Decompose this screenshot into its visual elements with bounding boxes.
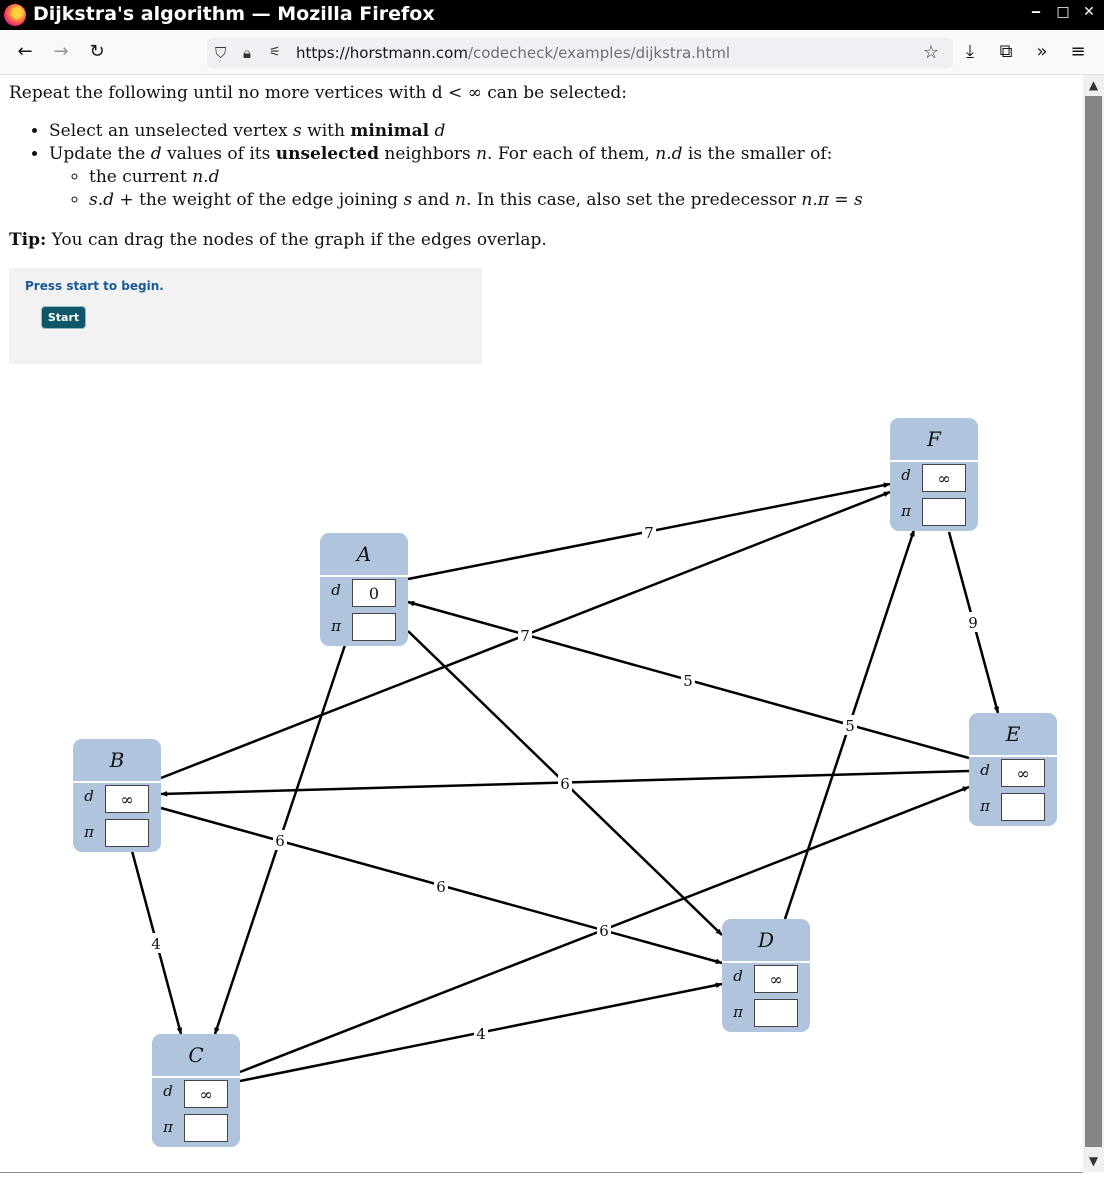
vertex-name: F bbox=[927, 427, 941, 451]
shield-icon[interactable]: ⛉ bbox=[215, 44, 227, 62]
step-update: Update the d values of its unselected ne… bbox=[49, 143, 863, 212]
vertex-divider bbox=[722, 961, 810, 963]
status-message: Press start to begin. bbox=[25, 279, 164, 293]
firefox-logo-icon bbox=[4, 4, 26, 26]
lock-icon[interactable]: 🔒︎ bbox=[243, 44, 251, 62]
d-label: d bbox=[84, 787, 94, 805]
vertex-divider bbox=[890, 460, 978, 462]
algorithm-steps: Select an unselected vertex s with minim… bbox=[9, 120, 863, 212]
edge-weight-bg bbox=[642, 522, 656, 542]
extensions-icon[interactable]: ⧉ bbox=[999, 41, 1013, 62]
vertex-divider bbox=[152, 1076, 240, 1078]
edge-weight-B-F: 7 bbox=[520, 627, 530, 645]
pi-label: π bbox=[163, 1118, 173, 1136]
minimize-button[interactable]: ‒ bbox=[1031, 4, 1041, 20]
window-title: Dijkstra's algorithm — Mozilla Firefox bbox=[33, 3, 435, 25]
vertex-name: E bbox=[1005, 722, 1021, 746]
edge-weight-B-D: 6 bbox=[436, 878, 446, 896]
pi-label: π bbox=[733, 1003, 743, 1021]
start-button[interactable]: Start bbox=[41, 306, 86, 329]
pi-label: π bbox=[84, 823, 94, 841]
scroll-up-icon[interactable]: ▲ bbox=[1088, 78, 1099, 92]
d-value-field[interactable]: ∞ bbox=[754, 965, 798, 993]
address-bar[interactable]: ⛉ 🔒︎ ⚟ https://horstmann.com/codecheck/e… bbox=[207, 38, 953, 68]
scroll-down-icon[interactable]: ▼ bbox=[1088, 1154, 1099, 1168]
overflow-chevron-icon[interactable]: » bbox=[1036, 41, 1048, 62]
edge-weight-bg bbox=[681, 670, 695, 690]
edge-weight-E-A: 5 bbox=[683, 672, 693, 690]
graph-edges: 775596666644 bbox=[130, 482, 1000, 1083]
window-titlebar: Dijkstra's algorithm — Mozilla Firefox ‒… bbox=[0, 0, 1104, 30]
vertex-name: A bbox=[356, 542, 372, 566]
pi-value-field[interactable] bbox=[1001, 793, 1045, 821]
intro-text: Repeat the following until no more verti… bbox=[9, 83, 627, 103]
edge-weight-F-E: 9 bbox=[968, 614, 978, 632]
edge-weight-bg bbox=[518, 625, 532, 645]
pi-value-field[interactable] bbox=[352, 613, 396, 641]
navigation-toolbar: ← → ↻ ⛉ 🔒︎ ⚟ https://horstmann.com/codec… bbox=[0, 30, 1104, 75]
reload-icon[interactable]: ↻ bbox=[89, 41, 105, 62]
pi-value-field[interactable] bbox=[922, 498, 966, 526]
vertex-divider bbox=[320, 575, 408, 577]
d-value-field[interactable]: ∞ bbox=[1001, 759, 1045, 787]
back-arrow-icon[interactable]: ← bbox=[17, 41, 33, 62]
pi-label: π bbox=[331, 617, 341, 635]
d-label: d bbox=[901, 466, 911, 484]
edge-weight-bg bbox=[597, 920, 611, 940]
edge-weight-B-C: 4 bbox=[151, 935, 161, 953]
download-icon[interactable]: ⤓ bbox=[966, 41, 974, 62]
vertex-divider bbox=[969, 755, 1057, 757]
d-value-field[interactable]: ∞ bbox=[184, 1080, 228, 1108]
d-label: d bbox=[331, 581, 341, 599]
vertex-divider bbox=[73, 781, 161, 783]
edge-weight-C-E: 6 bbox=[599, 922, 609, 940]
d-label: d bbox=[733, 967, 743, 985]
vertex-name: C bbox=[188, 1043, 204, 1067]
pi-value-field[interactable] bbox=[754, 999, 798, 1027]
pi-label: π bbox=[901, 502, 911, 520]
edge-weight-bg bbox=[273, 830, 287, 850]
substep-weight: s.d + the weight of the edge joining s a… bbox=[89, 189, 863, 212]
substep-current: the current n.d bbox=[89, 166, 863, 189]
edge-weight-D-F: 5 bbox=[845, 717, 855, 735]
edge-weight-bg bbox=[966, 612, 980, 632]
bookmark-star-icon[interactable]: ☆ bbox=[923, 42, 940, 63]
edge-weight-bg bbox=[843, 715, 857, 735]
d-value-field[interactable]: 0 bbox=[352, 579, 396, 607]
pi-label: π bbox=[980, 797, 990, 815]
edge-weight-C-D: 4 bbox=[476, 1025, 486, 1043]
permissions-icon[interactable]: ⚟ bbox=[269, 45, 281, 60]
tip-text: Tip: You can drag the nodes of the graph… bbox=[9, 230, 547, 250]
edge-weight-bg bbox=[434, 876, 448, 896]
pi-value-field[interactable] bbox=[105, 819, 149, 847]
edge-weight-bg bbox=[558, 773, 572, 793]
d-label: d bbox=[980, 761, 990, 779]
control-panel: Press start to begin. Start bbox=[9, 268, 482, 364]
vertex-name: D bbox=[757, 928, 775, 952]
maximize-button[interactable]: □ bbox=[1056, 4, 1070, 20]
forward-arrow-icon[interactable]: → bbox=[53, 41, 69, 62]
app-menu-icon[interactable]: ≡ bbox=[1070, 41, 1086, 62]
close-window-button[interactable]: ✕ bbox=[1083, 4, 1095, 20]
vertex-name: B bbox=[109, 748, 125, 772]
d-value-field[interactable]: ∞ bbox=[922, 464, 966, 492]
edge-weight-E-B: 6 bbox=[560, 775, 570, 793]
url-text[interactable]: https://horstmann.com/codecheck/examples… bbox=[296, 44, 731, 62]
d-label: d bbox=[163, 1082, 173, 1100]
edge-weight-bg bbox=[149, 933, 163, 953]
scrollbar-thumb[interactable] bbox=[1085, 96, 1102, 1147]
edge-weight-A-F: 7 bbox=[644, 524, 654, 542]
horizontal-scrollbar[interactable] bbox=[0, 1172, 1083, 1179]
edge-weight-A-C: 6 bbox=[275, 832, 285, 850]
pi-value-field[interactable] bbox=[184, 1114, 228, 1142]
edge-weight-bg bbox=[474, 1023, 488, 1043]
step-select: Select an unselected vertex s with minim… bbox=[49, 120, 863, 143]
d-value-field[interactable]: ∞ bbox=[105, 785, 149, 813]
